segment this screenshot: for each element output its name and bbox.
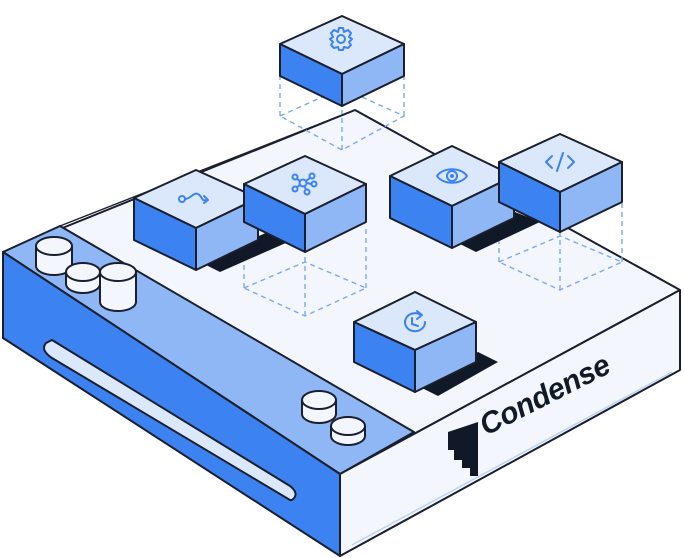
module-network[interactable] [243,155,367,253]
cylinder [330,416,366,446]
cylinder-cluster-left [35,236,137,312]
cylinder [99,262,137,312]
module-settings[interactable] [279,15,405,107]
gear-icon [329,27,353,51]
eye-icon [436,168,468,184]
cylinder [35,236,73,276]
code-icon [545,152,575,172]
stair-step-logo-icon [448,422,478,476]
cylinder [65,262,101,294]
route-icon [178,192,209,204]
refresh-icon [404,310,427,333]
cylinder [301,390,337,424]
module-refresh[interactable] [353,291,477,393]
ghost-slot-settings [278,54,406,151]
platform-slot [43,339,297,501]
cylinder-cluster-right [301,390,366,446]
dock-shadow [418,352,498,396]
dock-shadow [452,212,540,252]
platform-right-face [339,289,681,557]
module-code[interactable] [498,133,623,233]
dock-shadow [200,232,288,272]
network-nodes-icon [291,172,318,196]
